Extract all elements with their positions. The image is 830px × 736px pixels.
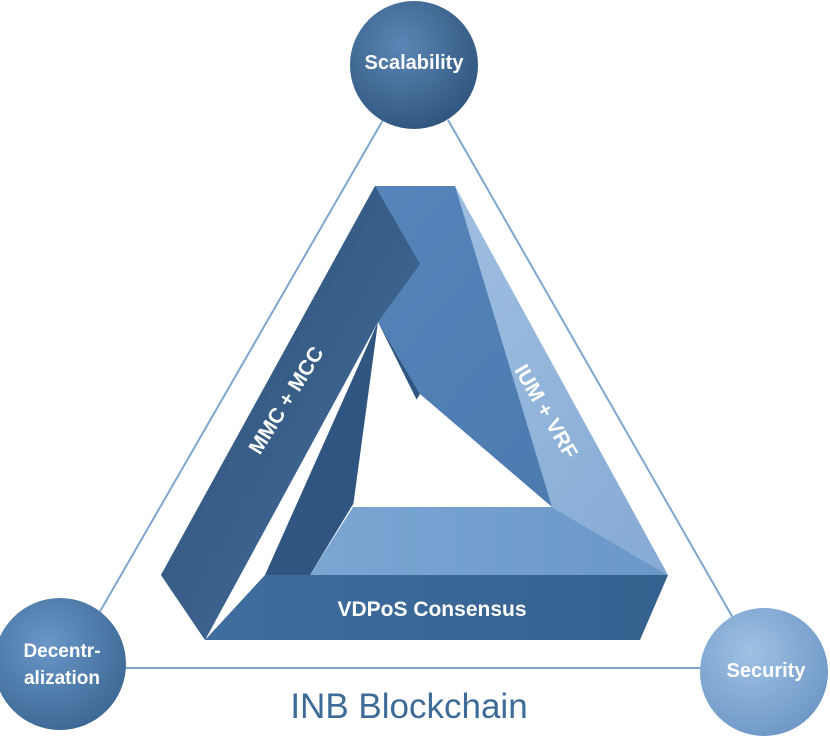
node-scalability: Scalability — [350, 1, 478, 129]
node-circle-scalability — [350, 1, 478, 129]
left-bar-inner-face — [161, 186, 420, 640]
inner-hole — [353, 322, 470, 507]
node-label-decentralization-1: Decentr- — [23, 641, 100, 662]
node-circle-decentralization — [0, 598, 126, 730]
diagram-title: INB Blockchain — [290, 687, 527, 726]
bottom-bar-front — [205, 575, 668, 640]
connector-top-right — [447, 119, 734, 619]
connector-lines — [97, 119, 734, 669]
band-label-bottom: VDPoS Consensus — [337, 598, 526, 621]
bottom-bar-face — [310, 507, 668, 575]
penrose-triangle — [161, 186, 668, 640]
connector-top-left — [97, 119, 384, 616]
node-label-security: Security — [727, 660, 807, 682]
node-circle-security — [700, 608, 828, 736]
node-security: Security — [700, 608, 828, 736]
node-label-scalability: Scalability — [365, 52, 465, 74]
node-label-decentralization-2: alization — [24, 668, 100, 689]
node-decentralization: Decentr- alization — [0, 598, 126, 730]
